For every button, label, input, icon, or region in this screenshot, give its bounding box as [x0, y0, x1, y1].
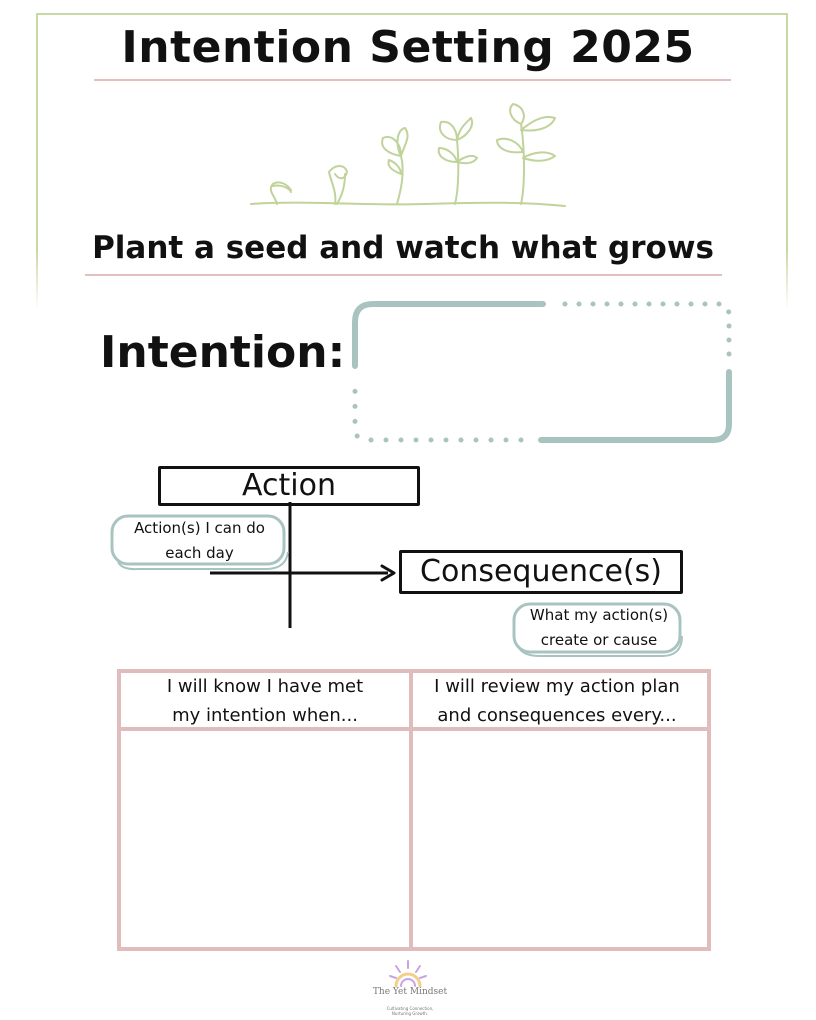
logo-tagline-line1: Cultivating Connection, [386, 1006, 434, 1011]
consequence-note-line2: create or cause [540, 631, 658, 649]
title-underline [94, 79, 731, 81]
logo-tagline: Cultivating Connection, Nurturing Growth… [360, 1006, 460, 1016]
action-note-line1: Action(s) I can do [134, 519, 265, 537]
arrow-right-icon [380, 564, 396, 582]
page-title: Intention Setting 2025 [121, 22, 695, 73]
table-header-col1: I will know I have met my intention when… [121, 672, 409, 730]
action-note-bubble [110, 514, 289, 571]
header-frame-fade [30, 250, 790, 330]
review-table [117, 669, 711, 951]
intention-label: Intention: [100, 327, 346, 378]
intention-input-box[interactable] [345, 296, 740, 448]
consequence-note-text: What my action(s) create or cause [514, 603, 684, 653]
page-subtitle: Plant a seed and watch what grows [92, 230, 714, 266]
consequence-box: Consequence(s) [399, 550, 683, 594]
table-header-col2: I will review my action plan and consequ… [413, 672, 701, 730]
table-cell-col2[interactable] [419, 737, 697, 937]
sun-logo-icon [389, 960, 427, 988]
action-note-text: Action(s) I can do each day [112, 516, 287, 566]
subtitle-underline [85, 274, 722, 276]
table-header-col2-line1: I will review my action plan [434, 676, 680, 697]
sprout-growth-illustration [250, 103, 566, 207]
table-header-divider [117, 727, 711, 731]
action-note-line2: each day [165, 544, 234, 562]
consequence-note-bubble [512, 602, 683, 657]
logo-name: The Yet Mindset [372, 987, 448, 997]
table-column-divider [409, 669, 413, 951]
action-diagram-lines [210, 502, 388, 628]
table-header-col2-line2: and consequences every... [437, 705, 677, 726]
table-header-col1-line2: my intention when... [172, 705, 358, 726]
table-cell-col1[interactable] [125, 737, 403, 937]
consequence-note-line1: What my action(s) [529, 606, 669, 624]
logo-tagline-line2: Nurturing Growth. [391, 1011, 429, 1016]
table-header-col1-line1: I will know I have met [166, 676, 364, 697]
